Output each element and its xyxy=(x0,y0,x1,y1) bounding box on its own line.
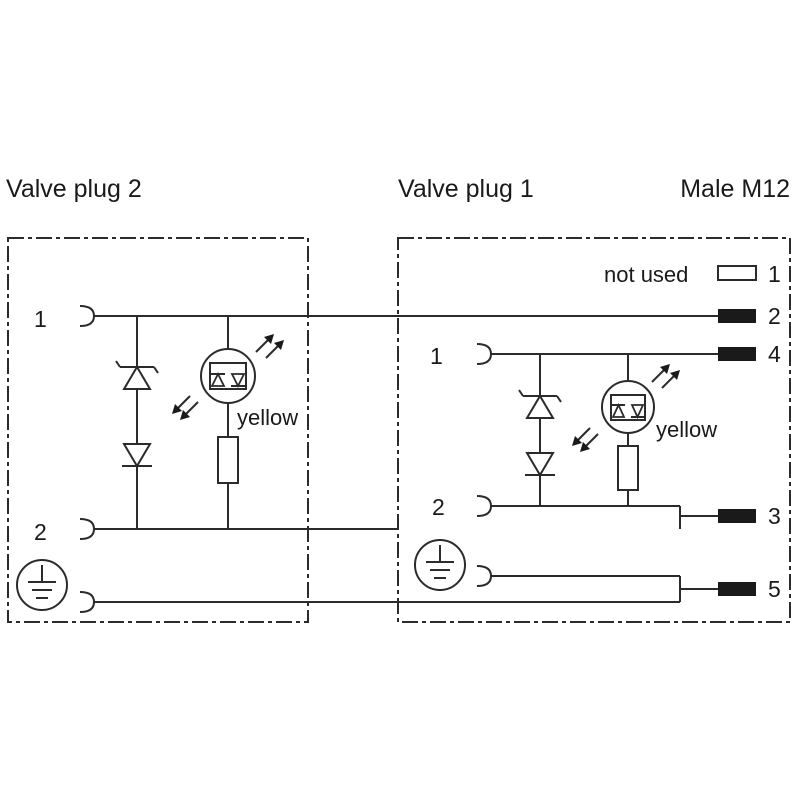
vp1-zener-diode-icon xyxy=(518,389,562,419)
m12-pin-4-label: 4 xyxy=(768,341,781,367)
vp2-socket-2-icon xyxy=(79,518,96,540)
vp2-socket-earth-icon xyxy=(79,591,96,613)
m12-pin-2-contact xyxy=(718,309,756,323)
m12-pin-1-contact xyxy=(717,265,757,281)
vp1-pin-1-label: 1 xyxy=(430,343,443,369)
vp1-diode-icon xyxy=(525,452,555,477)
vp1-resistor-icon xyxy=(617,445,639,491)
not-used-label: not used xyxy=(604,262,688,287)
vp1-pin-2-label: 2 xyxy=(432,494,445,520)
vp1-light-receive-arrows-icon xyxy=(572,427,599,452)
m12-pin-3-label: 3 xyxy=(768,503,781,529)
vp2-led-color-label: yellow xyxy=(237,405,298,430)
vp2-socket-1-icon xyxy=(79,305,96,327)
vp2-led-icon xyxy=(200,348,256,404)
vp2-diode-icon xyxy=(122,443,152,468)
valve-plug-2-title: Valve plug 2 xyxy=(6,175,142,203)
vp2-pin-1-label: 1 xyxy=(34,306,47,332)
vp1-socket-2-icon xyxy=(476,495,493,517)
vp1-socket-earth-icon xyxy=(476,565,493,587)
valve-plug-1-frame xyxy=(397,237,791,623)
vp2-zener-diode-icon xyxy=(115,360,159,390)
vp2-resistor-icon xyxy=(217,436,239,484)
male-m12-title: Male M12 xyxy=(680,175,790,203)
vp1-socket-1-icon xyxy=(476,343,493,365)
vp1-led-color-label: yellow xyxy=(656,417,717,442)
m12-pin-5-label: 5 xyxy=(768,576,781,602)
vp1-earth-icon xyxy=(414,539,466,591)
m12-pin-2-label: 2 xyxy=(768,303,781,329)
vp2-light-emit-arrows-icon xyxy=(255,334,284,359)
m12-pin-5-contact xyxy=(718,582,756,596)
vp2-earth-icon xyxy=(16,559,68,611)
vp1-led-icon xyxy=(601,380,655,434)
m12-pin-1-label: 1 xyxy=(768,261,781,287)
m12-pin-3-contact xyxy=(718,509,756,523)
m12-pin-4-contact xyxy=(718,347,756,361)
valve-plug-2-frame xyxy=(7,237,309,623)
valve-plug-1-title: Valve plug 1 xyxy=(398,175,534,203)
vp2-light-receive-arrows-icon xyxy=(172,395,199,420)
vp1-light-emit-arrows-icon xyxy=(651,364,680,389)
vp2-pin-2-label: 2 xyxy=(34,519,47,545)
